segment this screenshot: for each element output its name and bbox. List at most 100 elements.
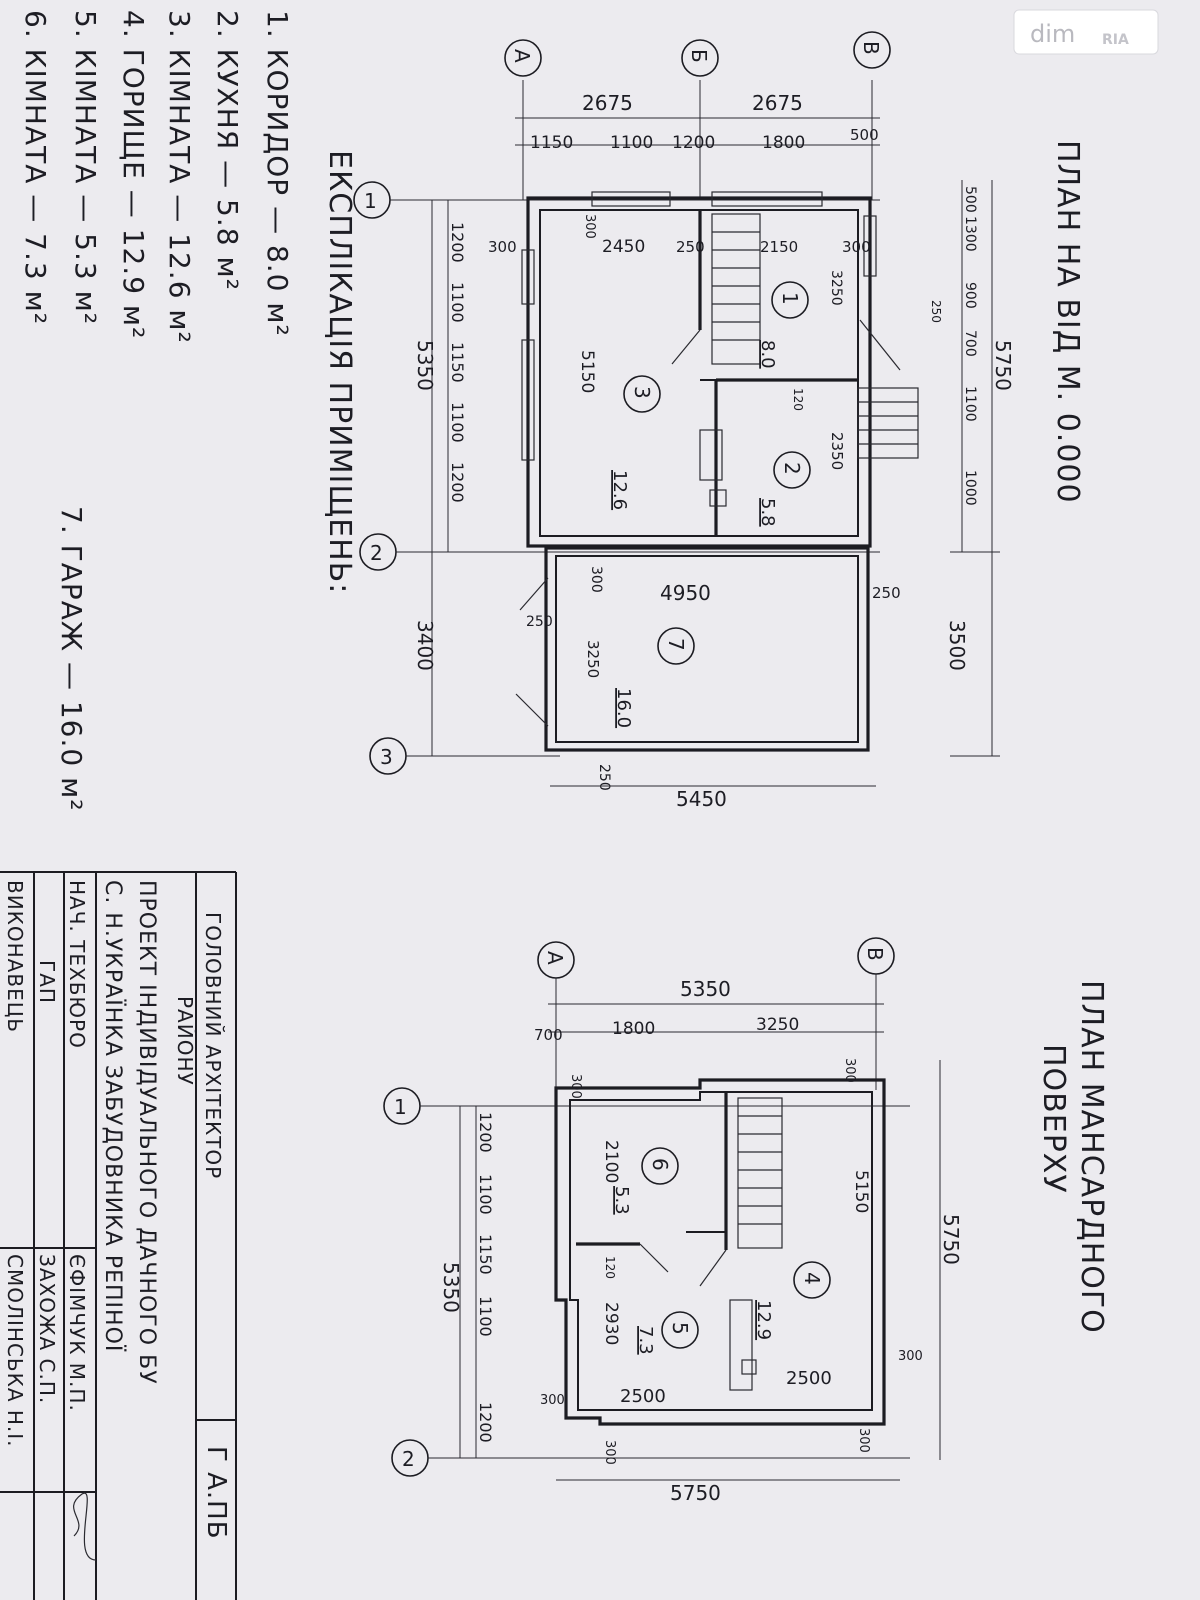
room-label: 3 12.6: [609, 375, 661, 510]
dim-text: 300: [842, 1058, 857, 1083]
dim-text: 2675: [752, 91, 803, 115]
dim-text: 300: [842, 238, 871, 256]
dim-text: 2500: [620, 1386, 666, 1407]
dim-text: 1200: [672, 133, 715, 153]
ground-floor-plan: ПЛАН НА ВІД М. 0.000 А Б В 1 2 3 2675 26…: [353, 31, 1085, 811]
dim-text: 2675: [582, 91, 633, 115]
axis-a-marker: [504, 39, 542, 77]
room-area: 8.0: [757, 340, 778, 369]
dim-text: 120: [603, 1256, 617, 1279]
axis-label: Б: [687, 49, 711, 63]
dim-text: 250: [596, 764, 612, 791]
dim-text: 500: [850, 126, 879, 144]
dim-text: 1100: [962, 386, 978, 422]
dim-text: 300: [856, 1428, 871, 1453]
dim-text: 5350: [680, 977, 731, 1001]
axis-label: А: [543, 951, 567, 965]
explication-item: 4. ГОРИЩЕ — 12.9 м²: [117, 10, 150, 339]
dim-text: 1800: [612, 1019, 655, 1039]
dim-text: 5750: [939, 1214, 963, 1265]
axis-label: 2: [370, 541, 383, 565]
dim-text: 1000: [962, 470, 978, 506]
dim-text: 5750: [670, 1481, 721, 1505]
room-number: 6: [648, 1158, 672, 1171]
room-label: 7 16.0: [613, 627, 695, 728]
room-label: 5 7.3: [635, 1311, 699, 1355]
dim-text: 1200: [476, 1112, 495, 1153]
dim-text: 1200: [448, 462, 467, 503]
dim-text: 3250: [828, 270, 844, 306]
stamp-name: СМОЛІНСЬКА Н.І.: [3, 1254, 27, 1448]
axis-label: В: [859, 41, 883, 55]
room-area: 16.0: [613, 688, 634, 728]
dim-text: 2150: [760, 238, 798, 256]
dim-text: 250: [526, 614, 553, 630]
dim-text: 900: [962, 282, 978, 309]
dim-text: 1100: [476, 1174, 495, 1215]
stamp-header: ГОЛОВНИЙ АРХІТЕКТОР: [201, 912, 225, 1179]
dim-text: 3250: [756, 1015, 799, 1035]
dim-text: 700: [534, 1026, 563, 1044]
dim-text: 1200: [476, 1402, 495, 1443]
room-area: 7.3: [635, 1326, 656, 1355]
explication-item: 3. КІМНАТА — 12.6 м²: [163, 10, 196, 344]
dim-text: 2350: [828, 432, 846, 470]
room-number: 5: [668, 1322, 692, 1335]
dim-text: 1100: [610, 133, 653, 153]
dim-text: 5350: [439, 1262, 463, 1313]
dim-text: 300: [582, 214, 597, 239]
dim-text: 2100: [601, 1140, 621, 1183]
stamp-name: ЗАХОЖА С.П.: [35, 1254, 59, 1404]
dim-text: 3250: [584, 640, 602, 678]
axis-label: 1: [394, 1095, 407, 1119]
dim-text: 250: [676, 238, 705, 256]
stamp-code: Г А.ПБ: [201, 1446, 231, 1540]
dim-text: 2450: [602, 237, 645, 257]
room-area: 5.8: [757, 498, 778, 527]
dim-text: 1100: [476, 1296, 495, 1337]
stamp-project: С. Н.УКРАЇНКА ЗАБУДОВНИКА РЕПІНОЇ: [100, 880, 126, 1352]
dim-text: 1100: [448, 282, 467, 323]
stair-symbol: [737, 1097, 783, 1249]
room-label: 1 8.0: [757, 281, 809, 369]
dim-text: 300: [602, 1440, 617, 1465]
dim-text: 5150: [851, 1170, 871, 1213]
attic-floor-plan: ПЛАН МАНСАРДНОГО ПОВЕРХУ А В 1 2 5350 70…: [383, 937, 1109, 1505]
dim-text: 300: [588, 566, 604, 593]
explication-item: 2. КУХНЯ — 5.8 м²: [211, 10, 244, 291]
dim-text: 2930: [601, 1302, 621, 1345]
explication-heading: ЕКСПЛІКАЦІЯ ПРИМІЩЕНЬ:: [322, 150, 357, 594]
axis-label: 1: [364, 189, 377, 213]
room-number: 7: [664, 638, 688, 651]
axis-v-marker: [853, 31, 891, 69]
plan2-title-line2: ПОВЕРХУ: [1036, 1044, 1071, 1194]
dim-text: 700: [962, 330, 978, 357]
dim-text: 500: [962, 186, 978, 213]
watermark-badge: dim RIA: [1013, 9, 1159, 55]
plan2-title-line1: ПЛАН МАНСАРДНОГО: [1074, 980, 1109, 1334]
title-block-stamp: ГОЛОВНИЙ АРХІТЕКТОР РАЙОНУ Г А.ПБ ПРОЕКТ…: [0, 871, 237, 1600]
room-number: 4: [800, 1272, 824, 1285]
stamp-role: ГАП: [35, 960, 59, 1004]
dim-text: 3400: [413, 620, 437, 671]
explication-item: 6. КІМНАТА — 7.3 м²: [19, 10, 52, 325]
axis-label: 2: [402, 1447, 415, 1471]
explication-item: 7. ГАРАЖ — 16.0 м²: [55, 506, 88, 811]
dim-text: 120: [791, 388, 805, 411]
dim-text: 1100: [448, 402, 467, 443]
dim-text: 5750: [991, 340, 1015, 391]
dim-text: 1150: [530, 133, 573, 153]
room-number: 3: [630, 386, 654, 399]
room-number: 2: [780, 462, 804, 475]
room-label: 6 5.3: [611, 1147, 679, 1215]
dim-text: 300: [898, 1349, 923, 1364]
axis-label: 3: [380, 745, 393, 769]
dim-text: 1300: [962, 216, 978, 252]
stamp-project: ПРОЕКТ ІНДИВІДУАЛЬНОГО ДАЧНОГО БУ: [134, 880, 159, 1385]
dim-text: 250: [872, 584, 901, 602]
explication-item: 1. КОРИДОР — 8.0 м²: [261, 10, 294, 337]
room-area: 5.3: [611, 1186, 632, 1215]
room-number: 1: [778, 292, 802, 305]
